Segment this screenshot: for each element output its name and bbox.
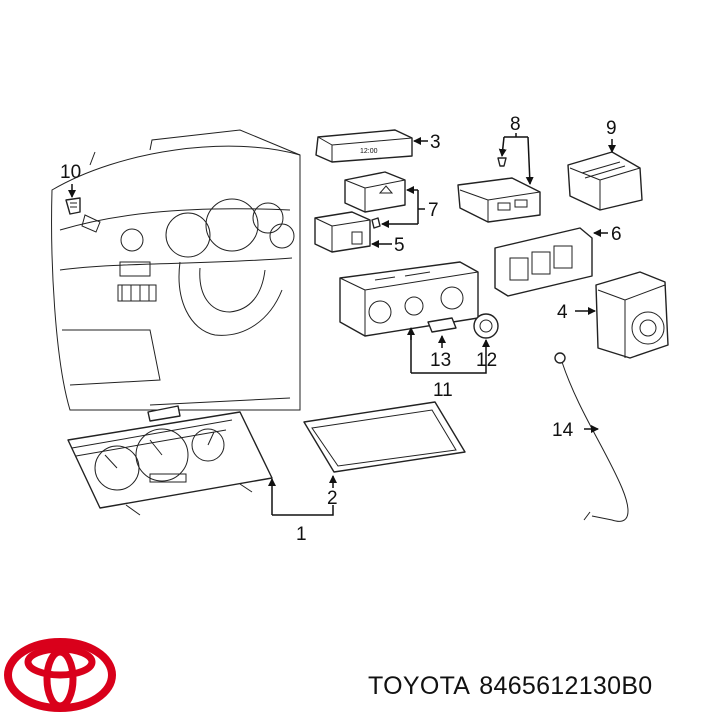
clip-part-10	[65, 197, 81, 215]
part-number: 8465612130B0	[479, 672, 653, 700]
callout-13: 13	[430, 350, 451, 371]
callout-5: 5	[394, 235, 405, 256]
trim-part-9	[567, 151, 643, 211]
leader-lines	[68, 133, 616, 516]
callout-9: 9	[606, 118, 617, 139]
heater-control-part-11	[339, 261, 479, 337]
callout-7: 7	[428, 200, 439, 221]
meter-glass-part-2	[303, 401, 466, 473]
bracket-part-4	[595, 271, 669, 359]
clock-display-text: 12:00	[360, 148, 378, 155]
callout-1: 1	[296, 524, 307, 545]
cable-part-14	[554, 352, 629, 522]
bulb-part-7	[371, 217, 381, 229]
part-caption: TOYOTA 8465612130B0	[368, 672, 662, 701]
toyota-logo	[4, 638, 116, 712]
switch-assembly-part-8	[457, 157, 541, 223]
callout-3: 3	[430, 132, 441, 153]
callout-8: 8	[510, 114, 521, 135]
combination-meter-part-1	[67, 405, 273, 516]
brand-name: TOYOTA	[368, 672, 471, 700]
callout-10: 10	[60, 162, 81, 183]
callout-4: 4	[557, 302, 568, 323]
switch-part-5	[314, 211, 371, 253]
callout-12: 12	[476, 350, 497, 371]
callout-11: 11	[433, 380, 453, 401]
switch-panel-part-6	[494, 227, 593, 297]
clock-part-3: 12:00	[315, 129, 413, 163]
callout-6: 6	[611, 224, 622, 245]
callout-labels: 10 3 8 9 7 5 6 4 13 12 11 14 2 1	[60, 114, 622, 545]
callout-14: 14	[552, 420, 574, 441]
callout-2: 2	[327, 488, 338, 509]
dashboard-illustration	[51, 129, 301, 411]
knob-part-12	[473, 313, 499, 339]
hazard-switch-part-7	[344, 171, 406, 213]
button-part-13	[427, 317, 457, 333]
